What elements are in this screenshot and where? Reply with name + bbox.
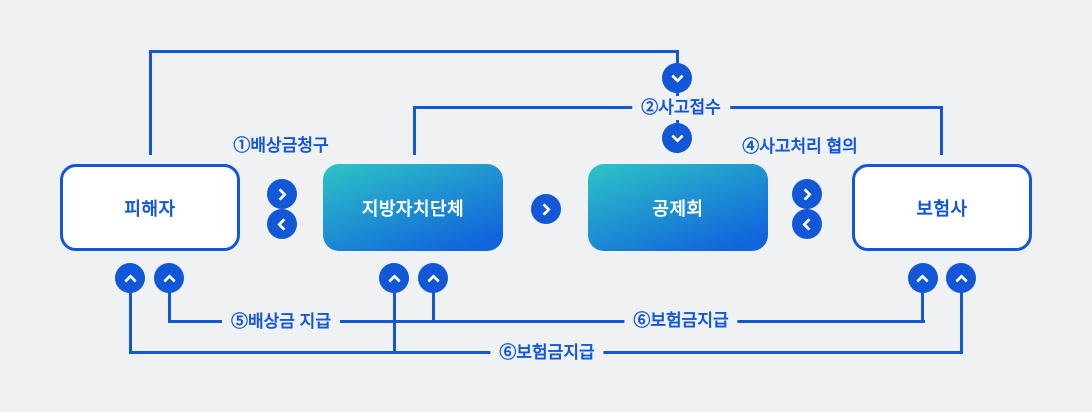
node-victim: 피해자 (60, 164, 240, 251)
node-insurer-label: 보험사 (916, 198, 968, 219)
chevron-up-icon (154, 263, 184, 293)
chevron-up-icon (907, 263, 938, 293)
chevron-right-icon (267, 179, 297, 209)
connector-line (148, 50, 679, 53)
chevron-shape (916, 273, 929, 287)
flow-label-insurance-payment-upper: ⑥보험금지급 (624, 309, 738, 333)
node-insurer: 보험사 (852, 164, 1032, 251)
chevron-shape (537, 202, 551, 216)
flow-label-insurance-payment-lower: ⑥보험금지급 (490, 341, 604, 365)
chevron-shape (274, 187, 287, 201)
chevron-left-icon (267, 209, 297, 239)
node-victim-label: 피해자 (124, 198, 176, 219)
chevron-right-icon (792, 179, 822, 209)
chevron-up-icon (379, 263, 409, 293)
connector-line (412, 106, 416, 155)
chevron-shape (162, 273, 176, 287)
chevron-shape (670, 129, 684, 143)
chevron-up-icon (115, 263, 145, 293)
node-mutual-aid-association: 공제회 (588, 164, 768, 251)
chevron-up-icon (418, 263, 448, 293)
node-local-government: 지방자치단체 (323, 164, 503, 251)
chevron-shape (670, 69, 684, 83)
chevron-shape (277, 217, 290, 231)
connector-line (167, 320, 925, 323)
flow-label-compensation-payment: ⑤배상금 지급 (222, 310, 340, 334)
node-mutual-aid-association-label: 공제회 (652, 198, 704, 219)
flow-label-accident-consultation: ④사고처리 협의 (742, 137, 858, 156)
chevron-up-icon (946, 263, 976, 293)
chevron-shape (799, 187, 812, 201)
chevron-shape (426, 273, 440, 287)
chevron-left-icon (792, 209, 822, 239)
connector-line (167, 278, 171, 323)
connector-line (921, 278, 924, 323)
connector-line (431, 278, 435, 323)
chevron-shape (123, 273, 137, 287)
connector-line (392, 278, 396, 354)
flow-label-claim: ①배상금청구 (233, 136, 329, 155)
flow-label-accident-report: ②사고접수 (632, 96, 730, 120)
connector-line (128, 278, 132, 354)
chevron-down-icon (662, 123, 692, 153)
chevron-down-icon (662, 63, 692, 93)
chevron-shape (954, 273, 968, 287)
chevron-shape (387, 273, 401, 287)
connector-line (939, 106, 943, 155)
node-local-government-label: 지방자치단체 (361, 198, 465, 219)
connector-line (959, 278, 963, 354)
chevron-right-icon (530, 194, 561, 224)
connector-line (148, 50, 152, 155)
chevron-shape (802, 217, 815, 231)
